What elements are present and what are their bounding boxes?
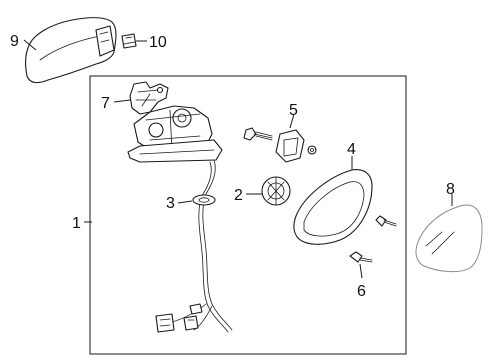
- part-5-mount: [243, 127, 317, 163]
- callout-3: 3: [166, 195, 175, 212]
- callout-6: 6: [357, 283, 366, 300]
- part-7-bracket: [129, 81, 169, 115]
- mirror-motor-housing: [127, 105, 223, 163]
- callout-4: 4: [347, 141, 356, 158]
- part-8-outer-glass: [415, 204, 483, 273]
- callout-10: 10: [149, 34, 167, 51]
- harness-connectors: [155, 303, 213, 333]
- callout-7: 7: [101, 95, 110, 112]
- assembly-frame: [89, 75, 407, 355]
- wiring-harness: [198, 159, 233, 333]
- callout-2: 2: [234, 187, 243, 204]
- leader-lines: [23, 39, 453, 279]
- part-10-clip: [121, 33, 137, 49]
- callout-8: 8: [446, 181, 455, 198]
- callout-5: 5: [289, 102, 298, 119]
- part-3-grommet: [192, 194, 216, 206]
- part-4-mirror-glass: [293, 169, 373, 245]
- callout-9: 9: [10, 33, 19, 50]
- part-6-screws: [349, 215, 397, 263]
- part-2-motor-disc: [261, 176, 291, 206]
- callout-1: 1: [72, 215, 81, 232]
- part-9-mirror-cover: [25, 17, 117, 84]
